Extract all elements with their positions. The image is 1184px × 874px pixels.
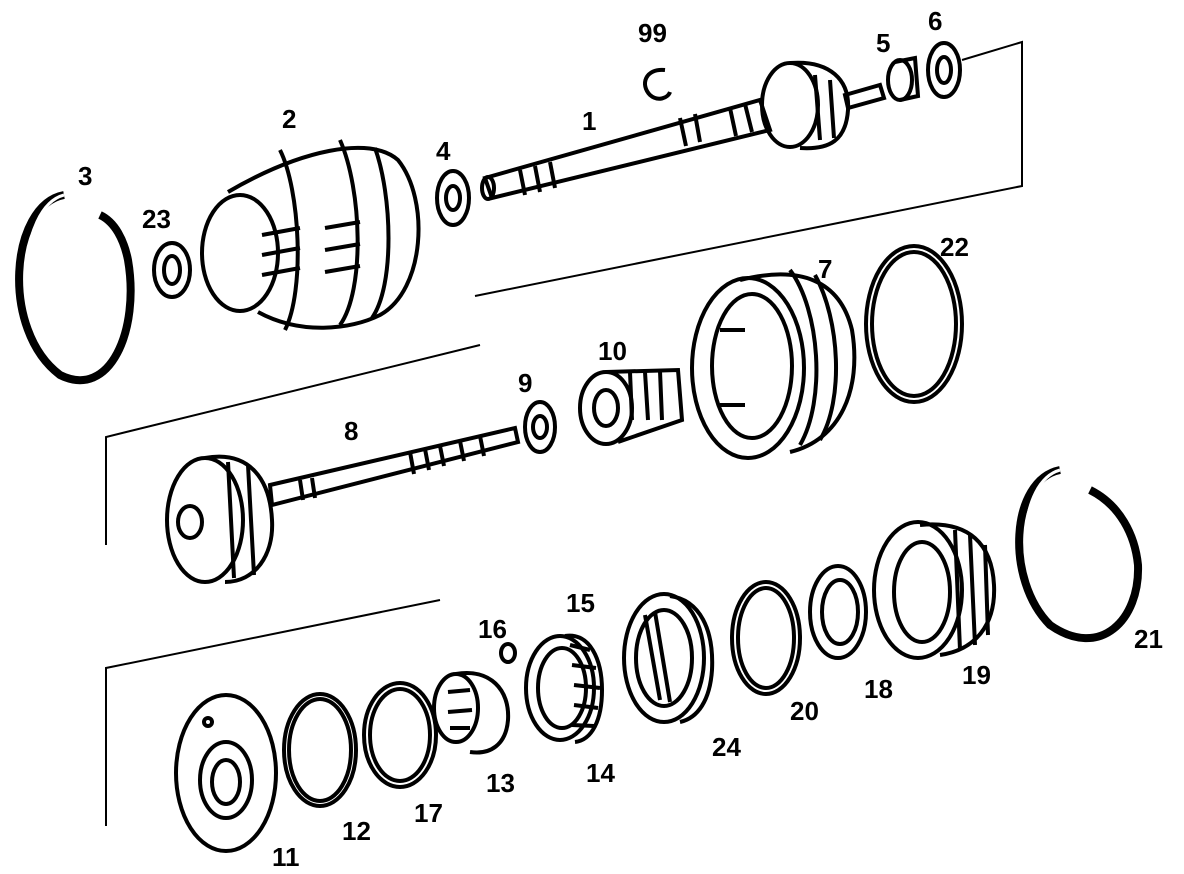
part-20-o-ring — [730, 580, 802, 696]
part-18-thrust-plate — [808, 564, 868, 660]
part-10-sleeve — [578, 367, 685, 446]
label-part-13: 13 — [486, 768, 515, 798]
label-part-12: 12 — [342, 816, 371, 846]
part-4-washer — [435, 169, 471, 227]
label-part-22: 22 — [940, 232, 969, 262]
part-19-hub — [872, 520, 997, 660]
label-part-15: 15 — [566, 588, 595, 618]
label-part-7: 7 — [818, 254, 832, 284]
part-5-bearing — [886, 55, 921, 102]
part-21-snap-ring — [1015, 466, 1143, 643]
label-part-18: 18 — [864, 674, 893, 704]
frame-top — [474, 40, 1023, 297]
part-1-input-shaft — [480, 60, 887, 201]
section-frames — [105, 40, 1023, 826]
part-12-o-ring — [282, 692, 358, 808]
label-part-2: 2 — [282, 104, 296, 134]
label-part-4: 4 — [436, 136, 451, 166]
part-11-piston — [174, 693, 278, 853]
part-14-one-way-clutch — [524, 633, 605, 744]
part-9-washer — [523, 400, 557, 454]
label-part-17: 17 — [414, 798, 443, 828]
part-8-output-shaft — [165, 425, 521, 584]
label-part-6: 6 — [928, 6, 942, 36]
label-part-21: 21 — [1134, 624, 1163, 654]
label-part-1: 1 — [582, 106, 596, 136]
label-part-11: 11 — [272, 842, 300, 872]
frame-middle — [105, 344, 481, 545]
label-part-10: 10 — [598, 336, 627, 366]
part-24-bearing-race — [622, 592, 715, 724]
part-6-washer — [926, 41, 962, 99]
label-part-9: 9 — [518, 368, 532, 398]
label-part-5: 5 — [876, 28, 890, 58]
part-22-o-ring — [864, 244, 964, 404]
part-7-drum — [690, 268, 857, 460]
part-labels: 1 2 3 4 5 6 7 8 9 10 11 12 13 14 15 16 1… — [78, 6, 1163, 872]
part-99-clip — [643, 67, 672, 101]
part-3-snap-ring — [15, 191, 135, 385]
label-part-24: 24 — [712, 732, 741, 762]
label-part-19: 19 — [962, 660, 991, 690]
label-part-3: 3 — [78, 161, 92, 191]
label-part-23: 23 — [142, 204, 171, 234]
label-part-14: 14 — [586, 758, 615, 788]
label-part-16: 16 — [478, 614, 507, 644]
part-23-washer — [152, 241, 192, 299]
part-13-hub — [432, 671, 511, 755]
part-17-snap-ring — [362, 681, 438, 789]
label-part-20: 20 — [790, 696, 819, 726]
frame-bottom — [105, 599, 441, 826]
label-part-8: 8 — [344, 416, 358, 446]
part-16-pin — [499, 642, 517, 664]
label-part-99: 99 — [638, 18, 667, 48]
part-2-clutch-drum — [200, 139, 421, 331]
